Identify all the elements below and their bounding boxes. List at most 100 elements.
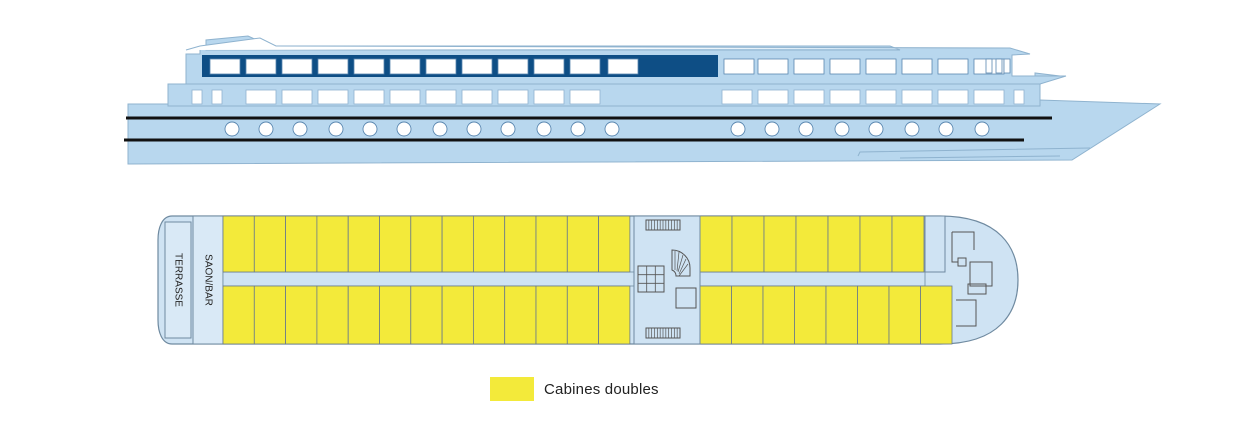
legend: Cabines doubles: [490, 377, 659, 401]
upper-window: [829, 58, 861, 75]
middle-window: [353, 89, 385, 105]
upper-window: [793, 58, 825, 75]
middle-window: [829, 89, 861, 105]
porthole: [466, 121, 482, 137]
porthole: [258, 121, 274, 137]
middle-window-small: [191, 89, 203, 105]
cabin: [441, 215, 474, 273]
upper-window: [209, 58, 241, 75]
upper-window: [245, 58, 277, 75]
sun-deck-rail: [185, 37, 1011, 51]
porthole: [536, 121, 552, 137]
cabin: [566, 215, 599, 273]
upper-window: [937, 58, 969, 75]
spiral-staircase-icon: [671, 249, 691, 277]
middle-window: [865, 89, 897, 105]
portholes: [224, 121, 990, 137]
middle-window: [281, 89, 313, 105]
cabin: [222, 215, 255, 273]
cabin: [379, 215, 412, 273]
middle-window: [757, 89, 789, 105]
porthole: [500, 121, 516, 137]
cabins: [222, 215, 953, 345]
cabin: [222, 285, 255, 345]
cabin: [859, 215, 893, 273]
upper-window: [723, 58, 755, 75]
middle-window: [389, 89, 421, 105]
corridor: [222, 271, 926, 287]
middle-window: [497, 89, 529, 105]
upper-window: [389, 58, 421, 75]
porthole: [730, 121, 746, 137]
terrace-area: [164, 221, 192, 339]
cabin: [535, 215, 568, 273]
porthole: [868, 121, 884, 137]
upper-windows: [209, 58, 1011, 75]
middle-window: [721, 89, 753, 105]
porthole: [798, 121, 814, 137]
middle-window: [793, 89, 825, 105]
salon-bar-label: SAON/BAR: [202, 254, 213, 306]
porthole: [904, 121, 920, 137]
bow-area: [924, 215, 946, 273]
cabin: [504, 215, 537, 273]
porthole: [432, 121, 448, 137]
cabin: [794, 285, 827, 345]
upper-window: [569, 58, 601, 75]
porthole: [292, 121, 308, 137]
upper-window: [317, 58, 349, 75]
cabin: [699, 285, 732, 345]
porthole: [764, 121, 780, 137]
upper-window: [757, 58, 789, 75]
cabin: [535, 285, 568, 345]
cabin: [795, 215, 829, 273]
cabin: [827, 215, 861, 273]
porthole: [974, 121, 990, 137]
porthole: [604, 121, 620, 137]
upper-window-small: [1003, 58, 1011, 74]
staircase-bottom-icon: [645, 327, 681, 339]
upper-window: [607, 58, 639, 75]
service-square: [675, 287, 697, 309]
cabin: [347, 285, 380, 345]
bow-detail: [857, 147, 1091, 159]
middle-window: [425, 89, 457, 105]
middle-window: [461, 89, 493, 105]
elevator-icon: [637, 265, 665, 293]
cabin: [731, 215, 765, 273]
upper-window-small: [985, 58, 993, 74]
upper-window: [353, 58, 385, 75]
upper-window: [497, 58, 529, 75]
upper-window: [425, 58, 457, 75]
cabin: [253, 285, 287, 345]
terrasse-label: TERRASSE: [172, 253, 183, 307]
middle-windows: [191, 89, 1025, 105]
upper-window: [533, 58, 565, 75]
porthole: [224, 121, 240, 137]
cabin: [891, 215, 925, 273]
upper-window: [901, 58, 933, 75]
cabin: [857, 285, 890, 345]
middle-window: [533, 89, 565, 105]
yellow-square-icon: [490, 377, 534, 401]
middle-window: [901, 89, 933, 105]
cabin: [504, 285, 537, 345]
middle-window: [245, 89, 277, 105]
middle-window: [317, 89, 349, 105]
cabin: [472, 285, 506, 345]
middle-window-small: [1013, 89, 1025, 105]
porthole: [570, 121, 586, 137]
cabin: [285, 215, 318, 273]
cabin: [888, 285, 921, 345]
upper-window-band-mid: [642, 55, 718, 77]
upper-window: [461, 58, 493, 75]
cabin: [410, 215, 443, 273]
cabin: [762, 285, 795, 345]
cabin: [825, 285, 858, 345]
upper-window: [281, 58, 313, 75]
cabin: [598, 215, 631, 273]
middle-window-small: [211, 89, 223, 105]
cabin: [285, 285, 318, 345]
wheelhouse-icon: [951, 231, 993, 327]
